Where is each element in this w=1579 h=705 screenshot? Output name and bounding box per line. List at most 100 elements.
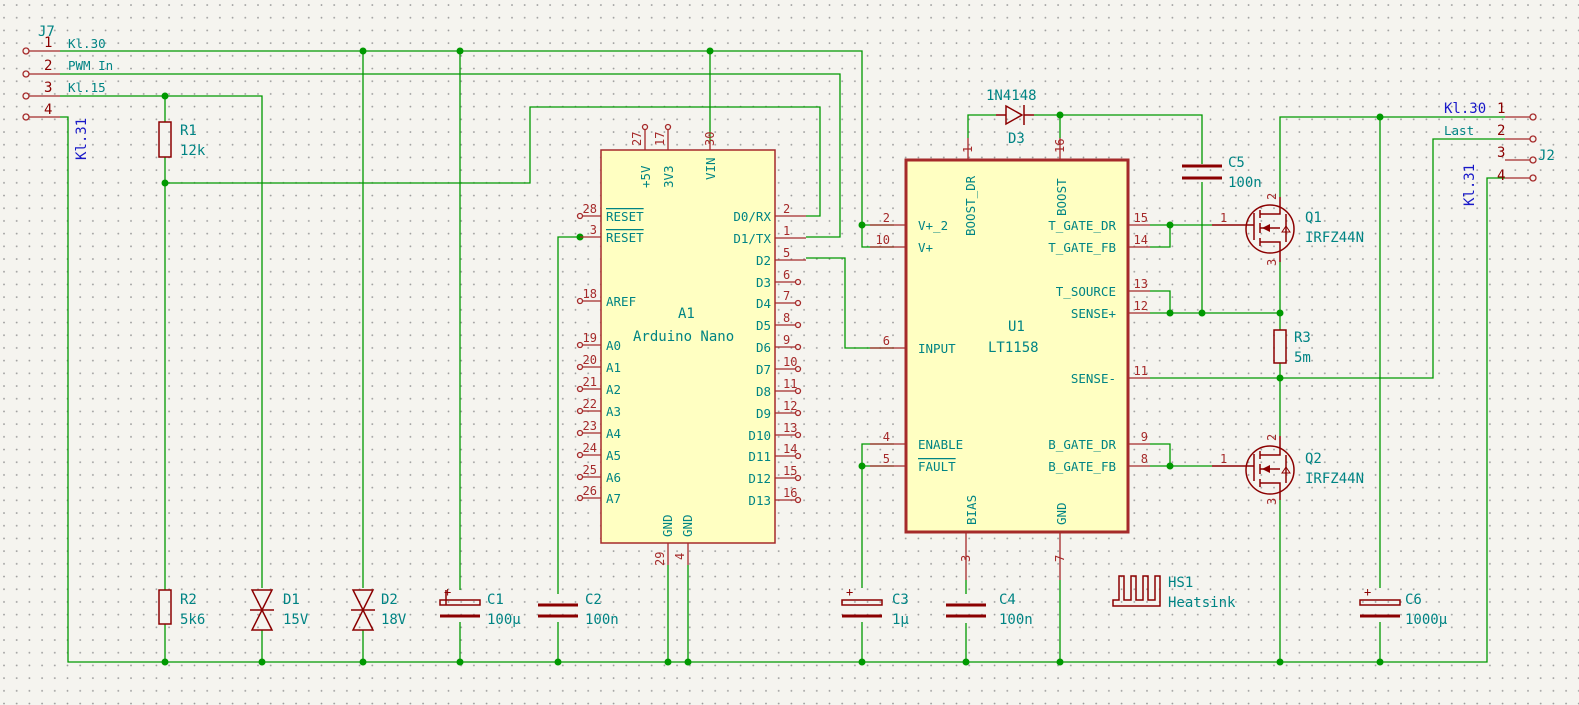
u1-left-pin-num: 5 xyxy=(883,452,890,466)
diode-d3[interactable]: 1N4148 D3 xyxy=(986,88,1037,147)
a1-right-pin-num: 11 xyxy=(783,377,797,391)
a1-vin-label: VIN xyxy=(703,157,718,180)
a1-right-pin-name: D9 xyxy=(756,406,771,421)
mosfet-q2[interactable]: 1 2 3 Q2 IRFZ44N xyxy=(1212,434,1364,505)
resistor-r3[interactable]: R3 5m xyxy=(1273,329,1311,366)
u1-right-pin-name: SENSE+ xyxy=(1071,306,1116,321)
u1-value: LT1158 xyxy=(988,340,1039,356)
a1-left-pin-num: 26 xyxy=(583,484,597,498)
c6-ref: C6 xyxy=(1405,592,1422,608)
u1-right-pin-num: 8 xyxy=(1141,452,1148,466)
r1-value: 12k xyxy=(180,143,206,159)
d1-value: 15V xyxy=(283,612,309,628)
c4-ref: C4 xyxy=(999,592,1016,608)
capacitor-c2[interactable]: C2 100n xyxy=(538,592,619,628)
wires xyxy=(60,50,1505,663)
connector-j7[interactable]: J7 1 Kl.30 2 PWM In 3 Kl.15 4 Kl.31 xyxy=(22,24,113,160)
capacitor-c3[interactable]: + C3 1µ xyxy=(841,585,909,628)
u1-boostdr-label: BOOST_DR xyxy=(963,175,978,236)
capacitor-c1[interactable]: + C1 100µ xyxy=(439,585,521,628)
a1-right-pin-name: D4 xyxy=(756,296,771,311)
j2-pin1-name: Kl.30 xyxy=(1444,101,1486,117)
a1-left-pin-name: A6 xyxy=(606,470,621,485)
u1-right-pin-name: T_GATE_DR xyxy=(1048,218,1116,233)
c2-value: 100n xyxy=(585,612,619,628)
j7-ref: J7 xyxy=(38,24,55,40)
a1-left-pin-name: AREF xyxy=(606,294,636,309)
mosfet-q1[interactable]: 1 2 3 Q1 IRFZ44N xyxy=(1212,193,1364,266)
a1-right-pin-name: D1/TX xyxy=(733,231,771,246)
u1-left-pin-num: 10 xyxy=(876,233,890,247)
zener-diode-d2[interactable]: D2 18V xyxy=(351,589,407,631)
c1-ref: C1 xyxy=(487,592,504,608)
a1-3v3-label: 3V3 xyxy=(661,165,676,188)
u1-right-pin-name: SENSE- xyxy=(1071,371,1116,386)
u1-pin1-num: 1 xyxy=(961,146,975,153)
a1-gnd-label-1: GND xyxy=(660,514,675,537)
a1-right-pin-name: D11 xyxy=(748,449,771,464)
junction-dots xyxy=(161,47,1384,666)
a1-left-pin-num: 24 xyxy=(583,441,597,455)
a1-right-pin-num: 1 xyxy=(783,224,790,238)
u1-right-pin-num: 15 xyxy=(1134,211,1148,225)
u1-pin3-num: 3 xyxy=(959,555,973,562)
a1-left-pin-num: 23 xyxy=(583,419,597,433)
d3-value: 1N4148 xyxy=(986,88,1037,104)
u1-right-pin-num: 11 xyxy=(1134,364,1148,378)
j7-pin1-num: 1 xyxy=(44,35,52,51)
u1-left-pin-num: 2 xyxy=(883,211,890,225)
a1-left-pin-num: 18 xyxy=(583,287,597,301)
a1-right-pin-num: 15 xyxy=(783,464,797,478)
a1-right-pin-name: D6 xyxy=(756,340,771,355)
a1-right-pin-name: D3 xyxy=(756,275,771,290)
q2-value: IRFZ44N xyxy=(1305,471,1364,487)
u1-left-pin-num: 6 xyxy=(883,334,890,348)
r2-ref: R2 xyxy=(180,592,197,608)
hs1-value: Heatsink xyxy=(1168,595,1236,611)
a1-left-pin-num: 20 xyxy=(583,353,597,367)
u1-right-pin-num: 9 xyxy=(1141,430,1148,444)
resistor-r1[interactable]: R1 12k xyxy=(158,121,206,159)
a1-right-pin-name: D2 xyxy=(756,253,771,268)
a1-right-pin-num: 8 xyxy=(783,311,790,325)
a1-left-pin-name: A7 xyxy=(606,491,621,506)
a1-right-pin-num: 7 xyxy=(783,289,790,303)
connector-j2[interactable]: J2 Kl.30 1 Last 2 3 4 Kl.31 xyxy=(1444,101,1555,206)
j2-pin2-num: 2 xyxy=(1497,123,1505,139)
q1-ref: Q1 xyxy=(1305,210,1322,226)
d1-ref: D1 xyxy=(283,592,300,608)
u1-left-pin-name: FAULT xyxy=(918,459,956,474)
q2-ref: Q2 xyxy=(1305,451,1322,467)
heatsink-hs1[interactable]: HS1 Heatsink xyxy=(1112,575,1236,611)
a1-pin30-num: 30 xyxy=(703,132,717,146)
u1-right-pin-name: T_SOURCE xyxy=(1056,284,1116,299)
capacitor-c4[interactable]: C4 100n xyxy=(946,592,1033,628)
u1-bias-label: BIAS xyxy=(964,495,979,525)
u1-pin16-num: 16 xyxy=(1053,139,1067,153)
d2-value: 18V xyxy=(381,612,407,628)
a1-right-pin-name: D10 xyxy=(748,428,771,443)
a1-pin4-num: 4 xyxy=(673,553,687,560)
a1-right-pin-num: 12 xyxy=(783,399,797,413)
a1-left-pin-num: 3 xyxy=(590,223,597,237)
a1-value: Arduino Nano xyxy=(633,329,734,345)
zener-diode-d1[interactable]: D1 15V xyxy=(250,589,309,631)
j2-kl31-label: Kl.31 xyxy=(1462,164,1478,206)
a1-pin29-num: 29 xyxy=(653,552,667,566)
a1-ref: A1 xyxy=(678,306,695,322)
u1-right-pin-num: 13 xyxy=(1134,277,1148,291)
c5-ref: C5 xyxy=(1228,155,1245,171)
a1-right-pin-num: 6 xyxy=(783,268,790,282)
capacitor-c6[interactable]: + C6 1000µ xyxy=(1359,585,1448,628)
j2-pin2-name: Last xyxy=(1444,123,1474,138)
capacitor-c5[interactable]: C5 100n xyxy=(1182,155,1262,191)
a1-left-pin-num: 28 xyxy=(583,202,597,216)
a1-pin27-num: 27 xyxy=(630,132,644,146)
c4-value: 100n xyxy=(999,612,1033,628)
a1-right-pin-name: D0/RX xyxy=(733,209,771,224)
resistor-r2[interactable]: R2 5k6 xyxy=(158,589,205,628)
